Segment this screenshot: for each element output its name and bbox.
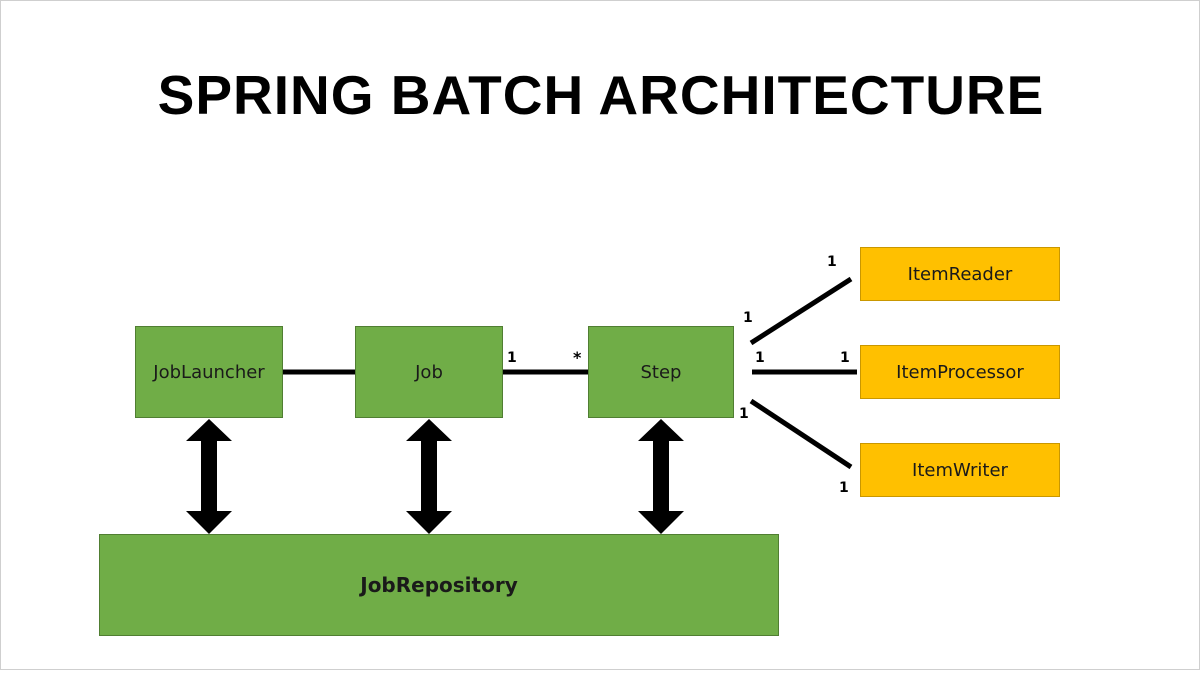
job-repository-label: JobRepository xyxy=(360,573,518,597)
item-processor-box: ItemProcessor xyxy=(860,345,1060,399)
job-repository-box: JobRepository xyxy=(99,534,779,636)
multiplicity-reader-end: 1 xyxy=(827,254,837,270)
item-reader-box: ItemReader xyxy=(860,247,1060,301)
job-box: Job xyxy=(355,326,503,418)
multiplicity-reader-step-end: 1 xyxy=(743,310,753,326)
multiplicity-processor-end: 1 xyxy=(840,350,850,366)
launcher-repository-arrow xyxy=(186,419,232,534)
diagram-title: SPRING BATCH ARCHITECTURE xyxy=(157,64,1045,126)
item-writer-box: ItemWriter xyxy=(860,443,1060,497)
item-reader-label: ItemReader xyxy=(907,263,1013,285)
step-reader-link xyxy=(749,276,853,346)
multiplicity-processor-step-end: 1 xyxy=(755,350,765,366)
step-repository-arrow xyxy=(638,419,684,534)
job-launcher-box: JobLauncher xyxy=(135,326,283,418)
step-label: Step xyxy=(640,361,682,383)
multiplicity-job-end: 1 xyxy=(507,350,517,366)
item-processor-label: ItemProcessor xyxy=(896,361,1024,383)
step-box: Step xyxy=(588,326,734,418)
step-writer-link xyxy=(749,398,853,470)
job-repository-arrow xyxy=(406,419,452,534)
multiplicity-writer-step-end: 1 xyxy=(739,406,749,422)
multiplicity-step-end-many: * xyxy=(573,348,582,367)
job-label: Job xyxy=(415,361,443,383)
job-launcher-label: JobLauncher xyxy=(153,361,265,383)
multiplicity-writer-end: 1 xyxy=(839,480,849,496)
item-writer-label: ItemWriter xyxy=(912,459,1008,481)
